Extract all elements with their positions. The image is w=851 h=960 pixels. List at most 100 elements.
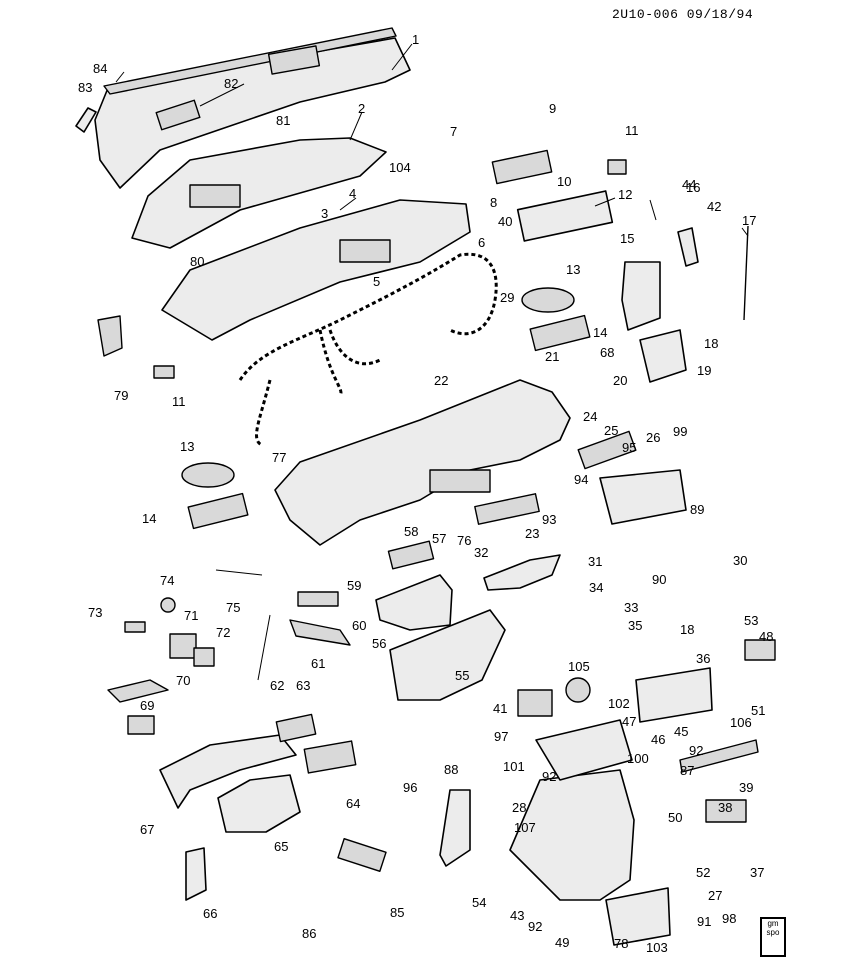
duct-15	[621, 261, 661, 331]
drawing-code: 2U10-006 09/18/94	[612, 7, 754, 22]
trim-66	[185, 847, 207, 901]
callout: 12	[618, 187, 632, 202]
callout: 30	[733, 553, 747, 568]
callout: 54	[472, 895, 486, 910]
callout: 8	[490, 195, 497, 210]
radio-36	[635, 667, 713, 723]
callout: 46	[651, 732, 665, 747]
callout: 77	[272, 450, 286, 465]
callout: 88	[444, 762, 458, 777]
callout: 63	[296, 678, 310, 693]
callout: 24	[583, 409, 597, 424]
lighter-105	[565, 677, 591, 703]
callout: 44	[682, 177, 696, 192]
callout: 105	[568, 659, 590, 674]
callout-labels: 1 2 3 4 5 6 7 8 9 10 11 12 13 14 15 16 1…	[78, 32, 773, 955]
callout: 22	[434, 373, 448, 388]
harness-62	[257, 614, 271, 681]
cluster-opening	[339, 239, 391, 263]
duct-32	[483, 554, 561, 591]
callout: 70	[176, 673, 190, 688]
callout: 84	[93, 61, 107, 76]
callout: 40	[498, 214, 512, 229]
callout: 32	[474, 545, 488, 560]
callout: 2	[358, 101, 365, 116]
callout: 74	[160, 573, 174, 588]
callout: 86	[302, 926, 316, 941]
ashtray-41	[517, 689, 553, 717]
callout: 96	[403, 780, 417, 795]
callout: 23	[525, 526, 539, 541]
trim-83	[75, 107, 97, 133]
callout: 20	[613, 373, 627, 388]
callout: 106	[730, 715, 752, 730]
bracket-106	[679, 739, 759, 773]
speaker-14b	[187, 492, 249, 530]
callout: 34	[589, 580, 603, 595]
callout: 78	[614, 936, 628, 951]
callout: 36	[696, 651, 710, 666]
callout: 4	[349, 186, 356, 201]
callout: 19	[697, 363, 711, 378]
shelf-strip	[103, 27, 397, 95]
knob-74	[160, 597, 176, 613]
switch-64	[303, 740, 357, 774]
callout: 92	[528, 919, 542, 934]
callout: 51	[751, 703, 765, 718]
callout: 92	[689, 743, 703, 758]
bracket-70	[107, 679, 169, 703]
callout: 25	[604, 423, 618, 438]
callout: 57	[432, 531, 446, 546]
gm-spo-logo: gm spo	[760, 917, 786, 957]
cylinder-72	[193, 647, 215, 667]
callout: 101	[503, 759, 525, 774]
callout: 37	[750, 865, 764, 880]
vent-58	[387, 540, 435, 570]
callout: 97	[494, 729, 508, 744]
speaker-14	[529, 314, 591, 352]
callout: 67	[140, 822, 154, 837]
callout: 1	[412, 32, 419, 47]
trim-11a	[153, 365, 175, 379]
callout: 3	[321, 206, 328, 221]
callout: 69	[140, 698, 154, 713]
trim-88	[439, 789, 471, 867]
callout: 49	[555, 935, 569, 950]
part-73	[124, 621, 146, 633]
callout: 87	[680, 763, 694, 778]
callout: 83	[78, 80, 92, 95]
speaker-grille-82b	[155, 99, 201, 131]
callout: 90	[652, 572, 666, 587]
duct-57	[375, 574, 453, 631]
console-43	[509, 769, 635, 901]
callout: 18	[704, 336, 718, 351]
trim-11b	[607, 159, 627, 175]
bracket-79	[97, 315, 123, 357]
callout: 38	[718, 800, 732, 815]
callout: 98	[722, 911, 736, 926]
callout: 18	[680, 622, 694, 637]
callout: 103	[646, 940, 668, 955]
module-63	[275, 713, 317, 743]
bracket-61	[289, 619, 351, 646]
callout: 56	[372, 636, 386, 651]
callout: 76	[457, 533, 471, 548]
callout: 14	[593, 325, 607, 340]
bracket-59	[297, 591, 339, 607]
dash-pad	[161, 199, 471, 341]
speaker-13	[521, 287, 575, 313]
switch-71	[169, 633, 197, 659]
callout: 11	[625, 123, 639, 138]
switch-39	[705, 799, 747, 823]
center-bezel	[429, 469, 491, 493]
module-19	[639, 329, 687, 383]
callout: 58	[404, 524, 418, 539]
callout: 100	[627, 751, 649, 766]
callout: 50	[668, 810, 682, 825]
callout: 94	[574, 472, 588, 487]
callout: 64	[346, 796, 360, 811]
callout: 27	[708, 888, 722, 903]
leader-lines	[115, 43, 749, 237]
